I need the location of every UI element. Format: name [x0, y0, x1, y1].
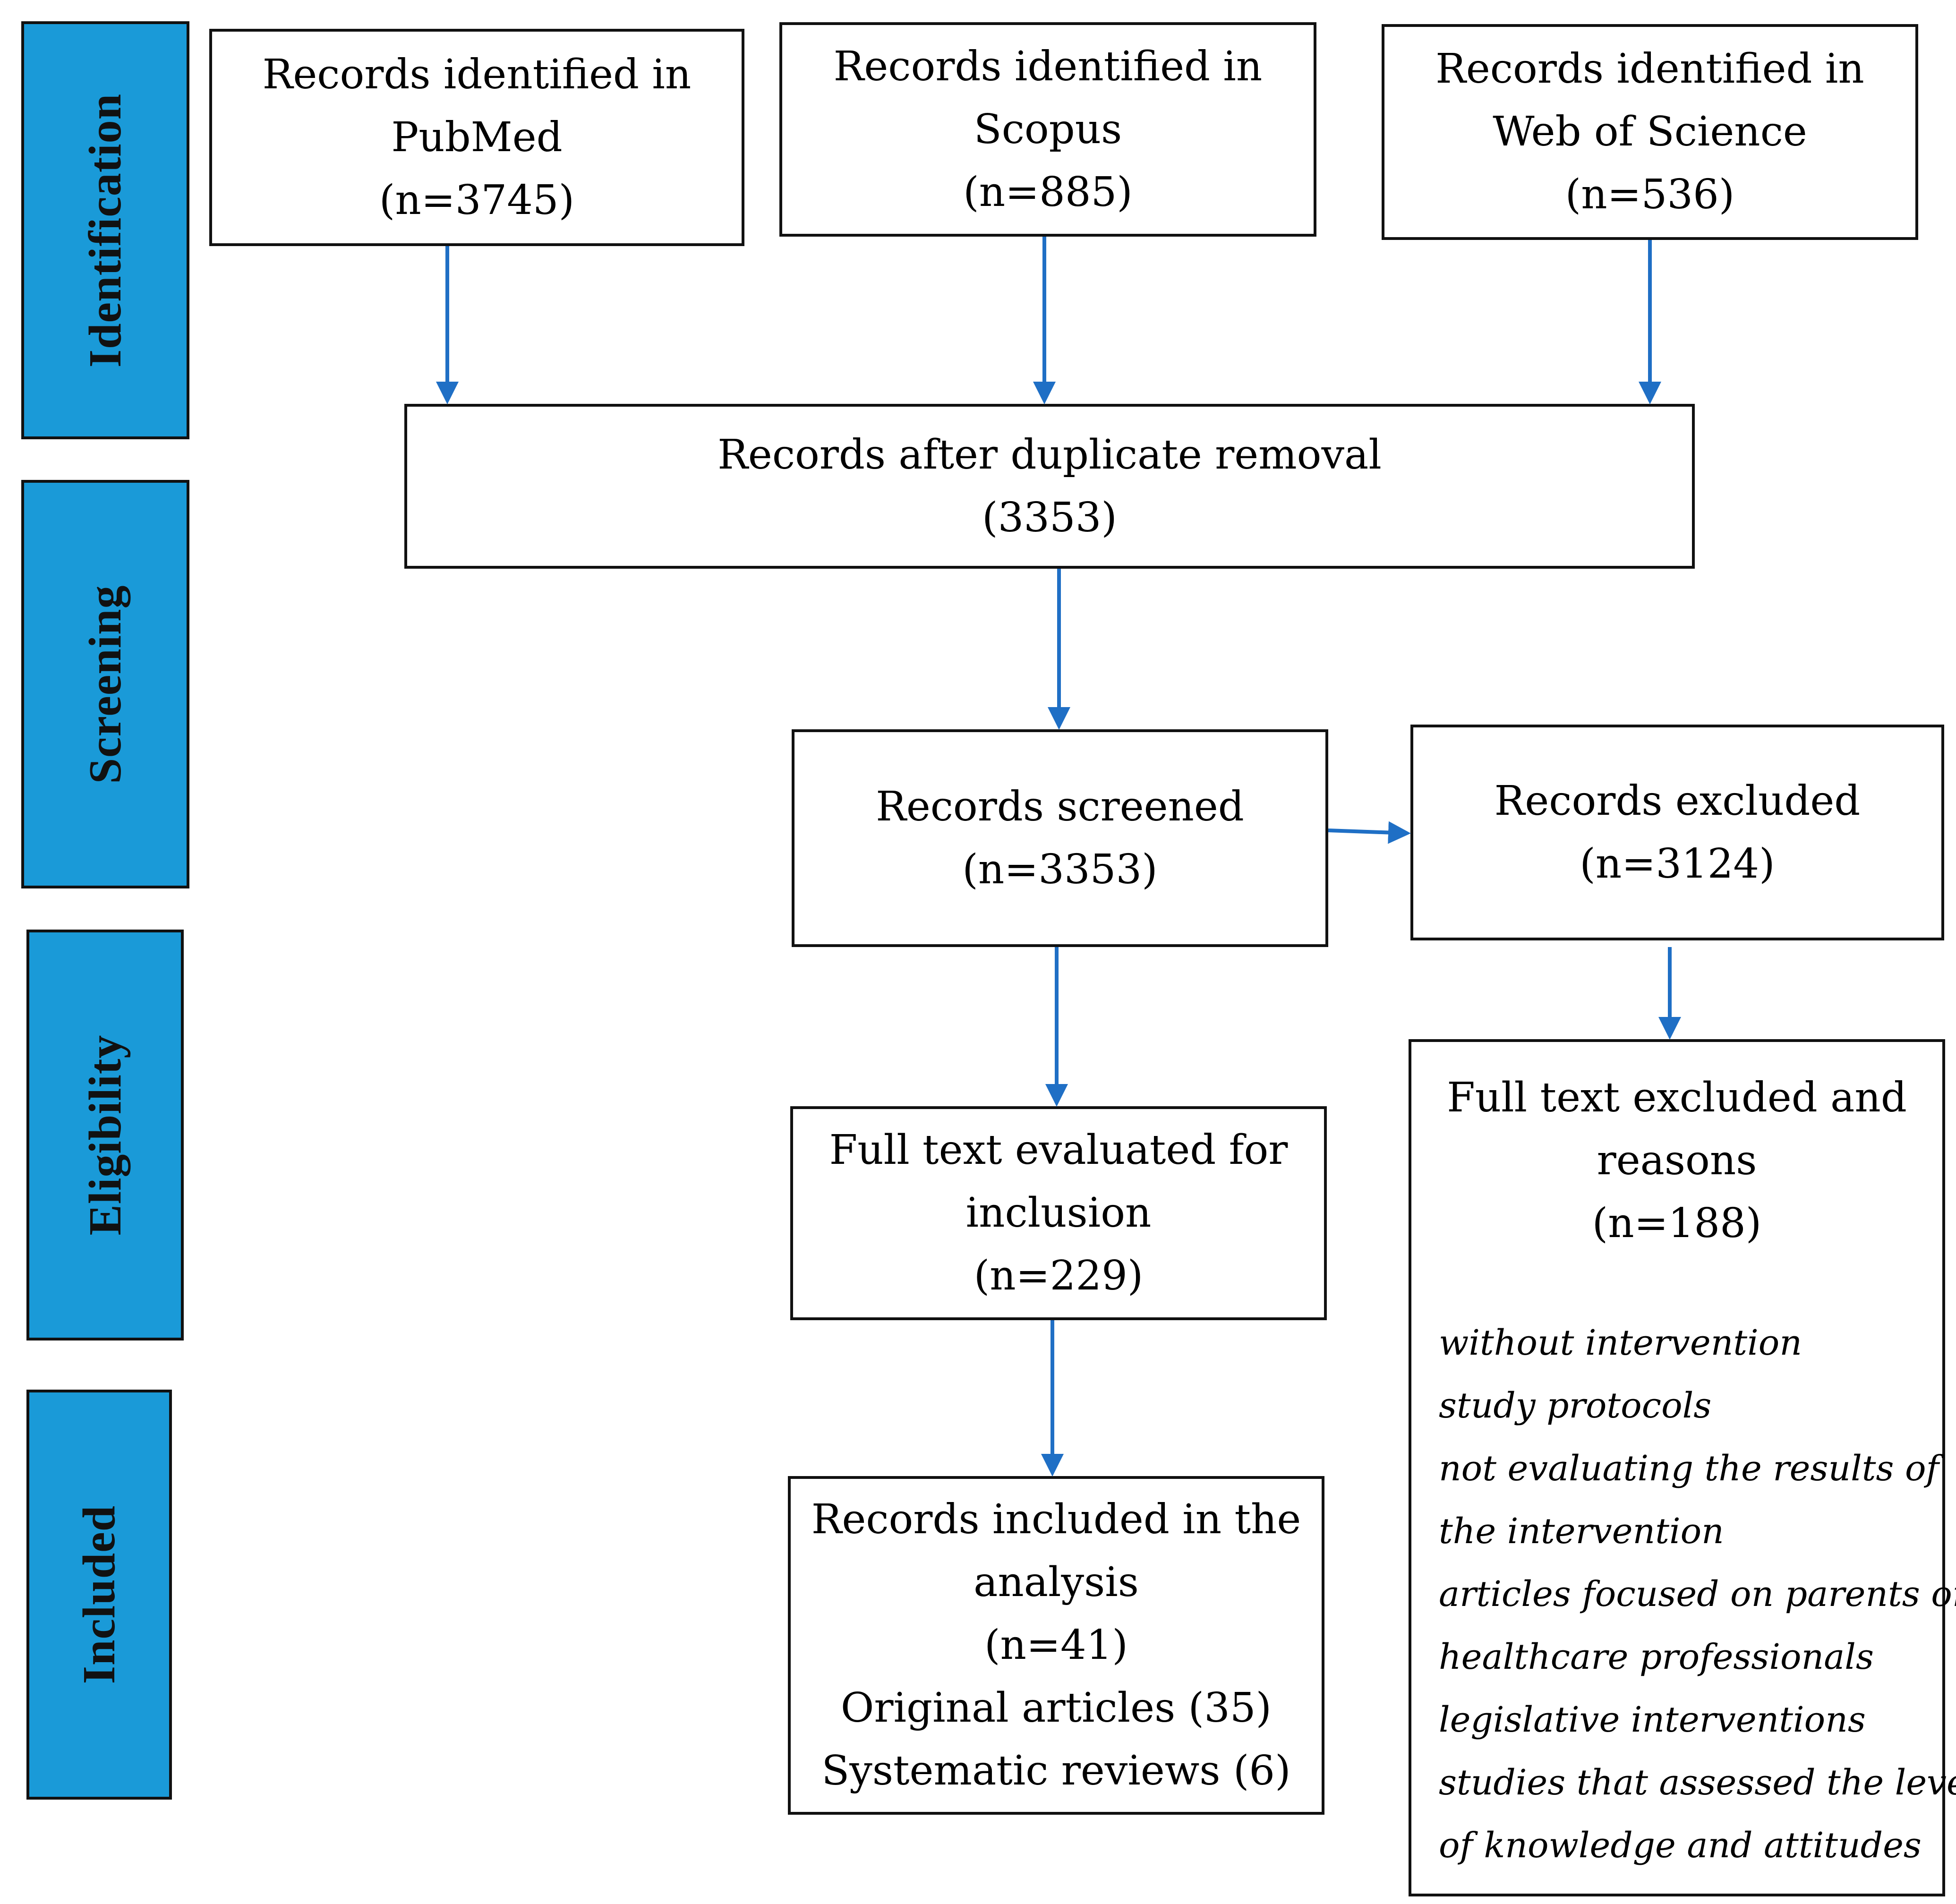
phase-screening: Screening [21, 480, 189, 888]
included-count: (n=41) [984, 1622, 1128, 1669]
fulltext-line-2: inclusion [965, 1189, 1152, 1237]
phase-included: Included [26, 1390, 172, 1800]
pubmed-count: (n=3745) [379, 176, 575, 224]
included-original-articles: Original articles (35) [840, 1684, 1272, 1732]
excluded-count: (n=3124) [1580, 840, 1775, 888]
records-excluded-box: Records excluded (n=3124) [1410, 725, 1944, 940]
exclusion-reason: articles focused on parents or [1439, 1574, 1956, 1614]
included-line-1: Records included in the [811, 1496, 1301, 1543]
scopus-records-box: Records identified in Scopus (n=885) [779, 22, 1316, 237]
records-included-box: Records included in the analysis (n=41) … [788, 1476, 1324, 1815]
pubmed-records-box: Records identified in PubMed (n=3745) [209, 29, 744, 246]
exclusion-reason: the intervention [1439, 1511, 1724, 1552]
exclusion-reason: legislative interventions [1439, 1699, 1866, 1740]
scopus-count: (n=885) [963, 168, 1133, 216]
screened-line-1: Records screened [876, 783, 1244, 830]
ft-excluded-count: (n=188) [1592, 1200, 1762, 1247]
excluded-line-1: Records excluded [1494, 777, 1861, 825]
wos-line-1: Records identified in [1435, 45, 1864, 93]
exclusion-reason: study protocols [1439, 1385, 1712, 1426]
exclusion-reason: healthcare professionals [1439, 1637, 1874, 1677]
included-line-2: analysis [974, 1559, 1139, 1606]
wos-count: (n=536) [1565, 171, 1735, 218]
exclusion-reason: of knowledge and attitudes [1439, 1825, 1922, 1866]
screened-count: (n=3353) [962, 845, 1158, 893]
web-of-science-records-box: Records identified in Web of Science (n=… [1382, 24, 1918, 240]
full-text-excluded-box: Full text excluded and reasons (n=188) w… [1409, 1039, 1956, 1896]
exclusion-reason: without intervention [1439, 1323, 1802, 1363]
ft-excluded-line-2: reasons [1597, 1137, 1757, 1184]
dedup-line-1: Records after duplicate removal [717, 431, 1382, 478]
fulltext-line-1: Full text evaluated for [829, 1127, 1288, 1174]
scopus-line-2: Scopus [974, 105, 1122, 153]
exclusion-reason: studies that assessed the level [1439, 1762, 1956, 1803]
exclusion-reason: not evaluating the results of [1439, 1448, 1939, 1489]
wos-line-2: Web of Science [1493, 108, 1807, 155]
duplicate-removal-box: Records after duplicate removal (3353) [404, 404, 1695, 569]
phase-eligibility: Eligibility [26, 930, 184, 1340]
included-systematic-reviews: Systematic reviews (6) [821, 1747, 1291, 1794]
scopus-line-1: Records identified in [833, 43, 1263, 90]
phase-identification: Identification [21, 21, 189, 439]
pubmed-line-1: Records identified in [262, 51, 692, 98]
fulltext-count: (n=229) [974, 1252, 1144, 1299]
arrow-screened-to-excluded [1328, 821, 1411, 844]
dedup-count: (3353) [982, 494, 1117, 541]
records-screened-box: Records screened (n=3353) [792, 729, 1328, 947]
pubmed-line-2: PubMed [391, 113, 563, 161]
exclusion-reasons-list: without intervention study protocols not… [1411, 1312, 1956, 1877]
ft-excluded-line-1: Full text excluded and [1447, 1074, 1907, 1121]
full-text-evaluated-box: Full text evaluated for inclusion (n=229… [790, 1106, 1327, 1320]
